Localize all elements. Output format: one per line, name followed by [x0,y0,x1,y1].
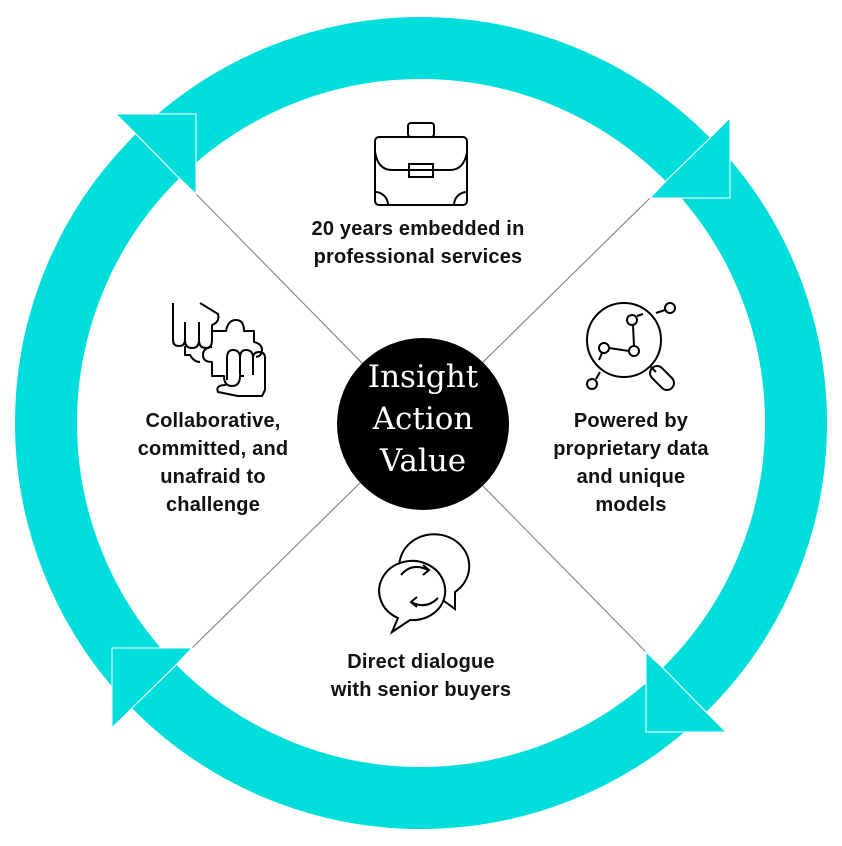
label-line: professional services [313,246,523,268]
arrowhead-top-left [114,113,197,196]
label-line: with senior buyers [330,679,512,701]
puzzle-hands-icon [172,302,266,397]
cycle-ring [15,17,827,829]
label-line: committed, and [137,438,289,460]
center-title: Insight Action Value [337,356,509,482]
label-line: Direct dialogue [347,651,495,673]
segment-label-collaborative: Collaborative, committed, and unafraid t… [103,407,323,519]
center-line-value: Value [379,443,467,479]
center-line-insight: Insight [367,359,479,395]
arrowhead-bottom-left [111,647,194,730]
arrowhead-top-right [648,116,731,199]
segment-label-direct-dialogue: Direct dialogue with senior buyers [291,648,551,704]
label-line: challenge [165,494,261,516]
label-line: Powered by [573,410,689,432]
label-line: unafraid to [160,466,266,488]
center-circle [337,338,509,510]
speech-bubbles-icon [378,533,471,635]
arrowhead-bottom-right [645,650,728,733]
segment-label-proprietary-data: Powered by proprietary data and unique m… [521,407,741,519]
label-line: models [595,494,667,516]
label-line: Collaborative, [145,410,281,432]
segment-label-professional-services: 20 years embedded in professional servic… [268,215,568,271]
data-magnifier-icon [586,302,676,391]
label-line: and unique [576,466,686,488]
label-line: 20 years embedded in [311,218,525,240]
label-line: proprietary data [553,438,709,460]
center-line-action: Action [372,401,474,437]
briefcase-icon [374,122,468,206]
